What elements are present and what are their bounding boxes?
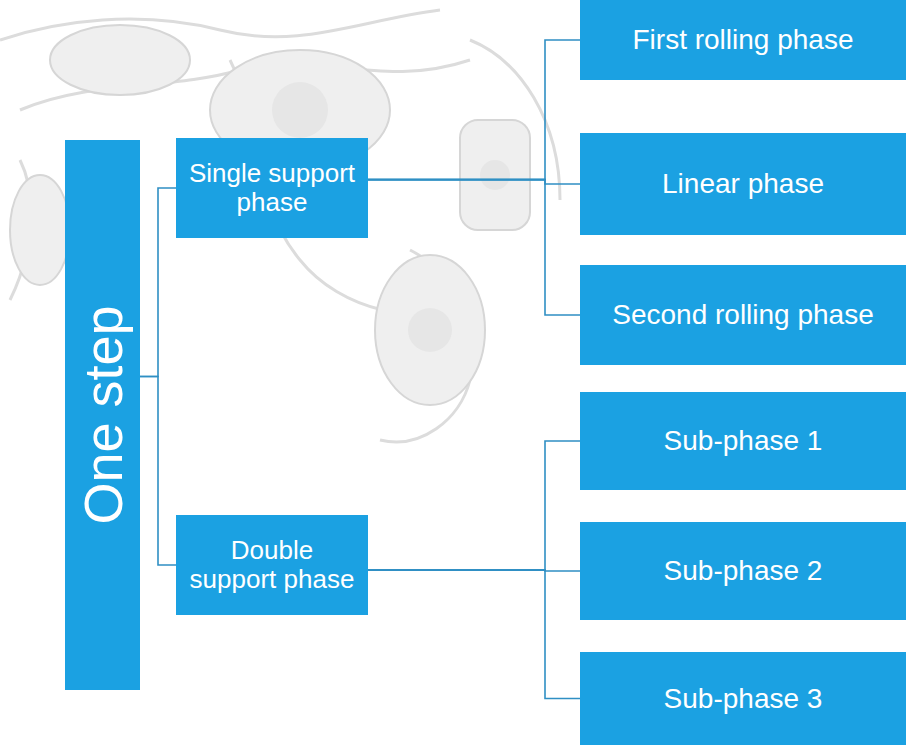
phase-box: Linear phase <box>580 133 906 235</box>
box-label: Sub-phase 3 <box>664 683 823 714</box>
tree-connector <box>368 180 580 184</box>
box-label: Sub-phase 1 <box>664 425 823 456</box>
phase-box: Sub-phase 1 <box>580 392 906 490</box>
tree-connector <box>140 188 176 377</box>
phase-box: Second rolling phase <box>580 265 906 365</box>
phase-box: First rolling phase <box>580 0 906 80</box>
tree-connector <box>368 441 580 570</box>
box-label: Second rolling phase <box>612 299 874 330</box>
box-label: Linear phase <box>662 168 824 199</box>
tree-connector <box>368 569 580 571</box>
tree-connector <box>140 377 176 566</box>
phase-box: Sub-phase 2 <box>580 522 906 620</box>
box-label: Double support phase <box>184 536 360 594</box>
box-label: Sub-phase 2 <box>664 555 823 586</box>
box-label: One step <box>76 305 130 524</box>
tree-connector <box>368 40 580 180</box>
phase-box: Single support phase <box>176 138 368 238</box>
root-box: One step <box>65 140 140 690</box>
box-label: Single support phase <box>184 159 360 217</box>
box-label: First rolling phase <box>633 24 854 55</box>
phase-box: Double support phase <box>176 515 368 615</box>
tree-connector <box>368 180 580 315</box>
tree-connector <box>368 570 580 698</box>
phase-box: Sub-phase 3 <box>580 652 906 745</box>
